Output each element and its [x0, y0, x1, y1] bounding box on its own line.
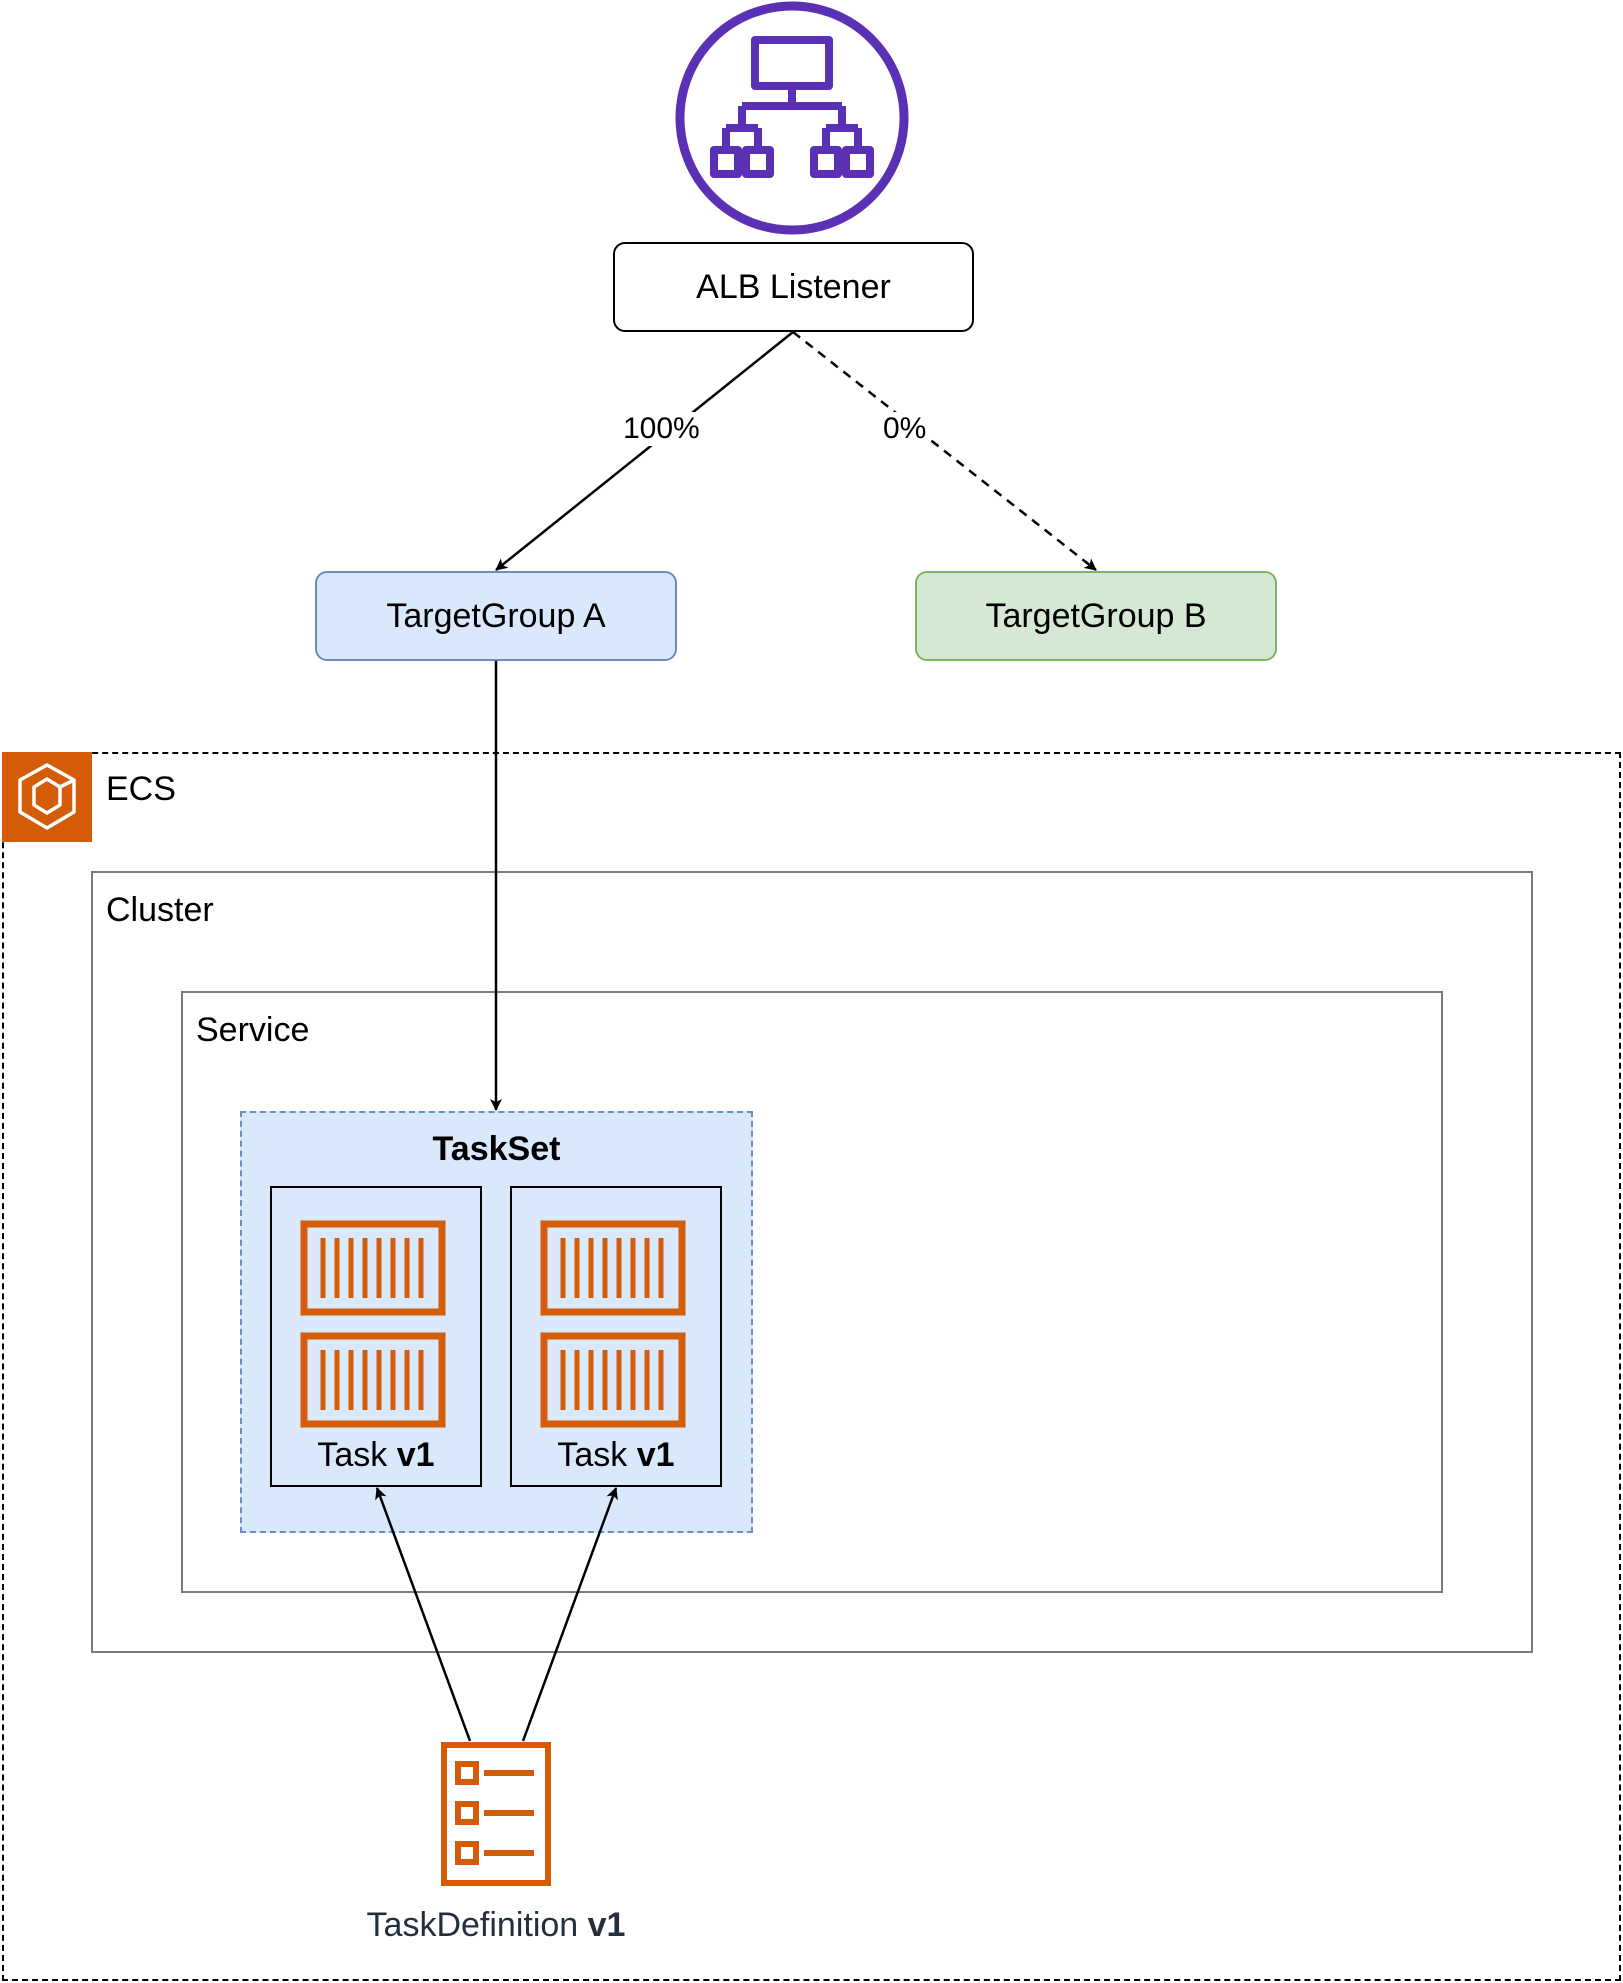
edge-alb-to-target-group-b — [792, 331, 1097, 571]
target-group-b-label: TargetGroup B — [985, 596, 1207, 635]
task-caption: Task v1 — [512, 1436, 720, 1475]
task-box: Task v1 — [510, 1186, 722, 1487]
ecs-icon — [2, 752, 92, 842]
container-icon — [540, 1332, 686, 1428]
task-box: Task v1 — [270, 1186, 482, 1487]
ecs-label: ECS — [106, 770, 176, 808]
task-name: Task — [557, 1436, 628, 1474]
task-definition-caption: TaskDefinition v1 — [346, 1906, 646, 1945]
edge-alb-to-target-group-a — [495, 331, 794, 571]
service-label: Service — [196, 1011, 310, 1049]
edge-label-100: 100% — [620, 412, 703, 446]
task-caption: Task v1 — [272, 1436, 480, 1475]
container-icon — [300, 1332, 446, 1428]
ecs-group — [2, 752, 1621, 1981]
taskset-label: TaskSet — [432, 1130, 561, 1168]
task-name: Task — [317, 1436, 388, 1474]
target-group-b-box: TargetGroup B — [915, 571, 1277, 661]
load-balancer-icon — [675, 1, 909, 235]
edge-task-definition-to-task-2 — [521, 1487, 618, 1742]
task-version: v1 — [636, 1436, 675, 1474]
alb-listener-label: ALB Listener — [696, 267, 891, 306]
cluster-group — [91, 871, 1533, 1653]
alb-listener-box: ALB Listener — [613, 242, 974, 332]
edge-task-definition-to-task-1 — [375, 1487, 472, 1742]
task-definition-icon — [441, 1742, 551, 1886]
task-definition-version: v1 — [587, 1906, 626, 1944]
service-group — [181, 991, 1443, 1593]
task-version: v1 — [396, 1436, 435, 1474]
task-definition-name: TaskDefinition — [366, 1906, 579, 1944]
cluster-label: Cluster — [106, 891, 214, 929]
target-group-a-label: TargetGroup A — [386, 596, 606, 635]
container-icon — [540, 1220, 686, 1316]
container-icon — [300, 1220, 446, 1316]
edge-label-0: 0% — [880, 412, 930, 446]
target-group-a-box: TargetGroup A — [315, 571, 677, 661]
